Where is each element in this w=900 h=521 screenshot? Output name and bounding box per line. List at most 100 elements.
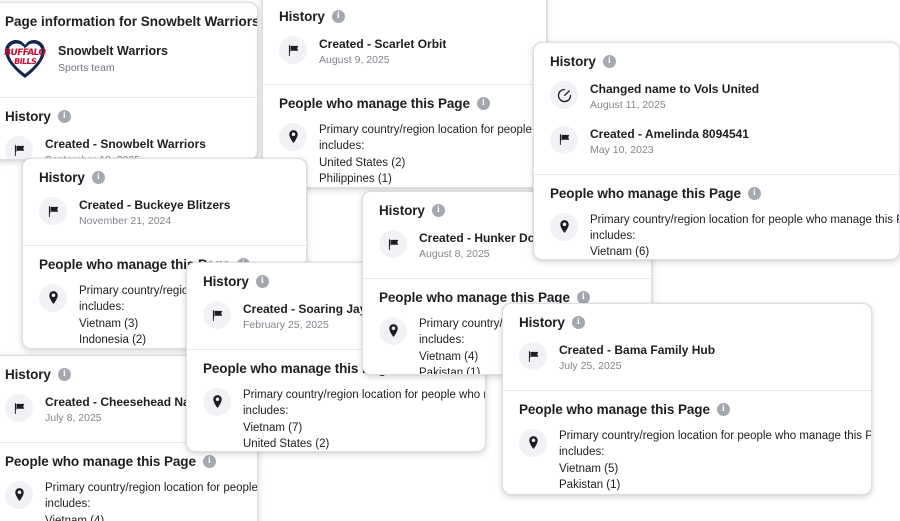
location-text: Primary country/region location for peop… <box>243 387 485 451</box>
location-lead-line1: Primary country/region location for peop… <box>243 388 485 401</box>
history-item[interactable]: Created - Cheesehead Nation July 8, 2025 <box>5 391 241 429</box>
history-item-date: August 8, 2025 <box>419 248 490 261</box>
history-item[interactable]: Changed name to Vols United August 11, 2… <box>550 78 883 116</box>
history-item[interactable]: Created - Soaring Jay February 25, 2025 <box>203 298 469 336</box>
location-lead-line2: includes: <box>319 140 365 153</box>
location-text: Primary country/region location for peop… <box>590 212 900 259</box>
location-text: Primary country/region location for peop… <box>45 480 258 521</box>
history-item-date: July 8, 2025 <box>45 412 102 425</box>
info-icon[interactable]: i <box>571 316 585 329</box>
location-pin-icon <box>379 316 407 345</box>
info-icon[interactable]: i <box>202 454 216 468</box>
page-information-header: Page information for Snowbelt Warriors i <box>5 14 257 29</box>
history-item-date: August 9, 2025 <box>319 54 390 67</box>
page-name: Snowbelt Warriors <box>58 44 168 59</box>
location-text: Primary country/region location for peop… <box>559 428 871 494</box>
info-icon[interactable]: i <box>747 186 761 200</box>
info-icon[interactable]: i <box>576 290 590 304</box>
people-manage-header: People who manage this Page i <box>379 290 635 305</box>
location-item: Primary country/region location for peop… <box>5 478 257 521</box>
page-info-card-bama-family-hub[interactable]: History i Created - Bama Family Hub July… <box>502 303 872 495</box>
info-icon[interactable]: i <box>331 10 345 23</box>
history-section: History i Created - Cheesehead Nation Ju… <box>0 356 257 442</box>
history-item-body: Created - Amelinda 8094541 May 10, 2023 <box>590 125 749 158</box>
history-item-title: Created - Buckeye Blitzers <box>79 198 231 212</box>
section-title: People who manage this Page <box>203 360 394 376</box>
avatar-wordmark: BUFFALO BILLS <box>4 40 47 80</box>
people-manage-header: People who manage this Page i <box>519 402 855 417</box>
location-country: Vietnam (6) <box>590 246 650 259</box>
location-lead-line1: Primary country/region location for peop… <box>319 123 546 136</box>
location-country: Vietnam (4) <box>45 514 105 521</box>
location-country: Philippines (1) <box>319 172 392 185</box>
page-category: Sports team <box>58 61 115 74</box>
people-manage-header: People who manage this Page i <box>5 454 241 469</box>
location-lead-line2: includes: <box>79 301 125 314</box>
location-lead-line1: Primary country/region location for peop… <box>45 481 258 494</box>
history-item[interactable]: Created - Buckeye Blitzers November 21, … <box>39 194 290 232</box>
flag-icon <box>39 197 67 225</box>
section-title: History <box>39 170 85 185</box>
page-profile-row[interactable]: BUFFALO BILLS Snowbelt Warriors Sports t… <box>4 38 241 84</box>
page-info-card-snowbelt-warriors[interactable]: Page information for Snowbelt Warriors i… <box>0 2 258 160</box>
info-icon[interactable]: i <box>716 402 730 416</box>
location-pin-icon <box>279 122 307 151</box>
history-header: History i <box>519 315 855 330</box>
page-info-card-vols-united[interactable]: History i Changed name to Vols United Au… <box>533 42 900 260</box>
history-item-body: Created - Scarlet Orbit August 9, 2025 <box>319 35 446 68</box>
history-item-title: Created - Soaring Jay <box>243 302 367 316</box>
history-item-body: Created - Buckeye Blitzers November 21, … <box>79 196 230 229</box>
location-country: Vietnam (4) <box>419 350 479 363</box>
history-item-body: Created - Snowbelt Warriors September 10… <box>45 135 206 159</box>
location-pin-icon <box>5 480 33 509</box>
history-section: History i Created - Scarlet Orbit August… <box>263 0 546 84</box>
location-country: Pakistan (1) <box>419 366 481 375</box>
location-lead-line2: includes: <box>45 498 91 511</box>
location-lead-line1: Primary country/region location for peop… <box>590 213 900 226</box>
avatar[interactable]: BUFFALO BILLS <box>4 40 47 80</box>
history-item[interactable]: Created - Scarlet Orbit August 9, 2025 <box>279 33 530 71</box>
location-lead-line2: includes: <box>590 230 636 243</box>
info-icon[interactable]: i <box>476 96 490 110</box>
location-item: Primary country/region location for peop… <box>550 210 899 259</box>
history-item[interactable]: Created - Bama Family Hub July 25, 2025 <box>519 339 855 377</box>
location-pin-icon <box>519 428 547 457</box>
history-header: History i <box>5 109 241 124</box>
history-header: History i <box>39 170 290 185</box>
history-item[interactable]: Created - Amelinda 8094541 May 10, 2023 <box>550 123 883 161</box>
history-item-title: Created - Snowbelt Warriors <box>45 137 206 151</box>
location-lead-line2: includes: <box>559 446 605 459</box>
info-icon[interactable]: i <box>57 368 71 381</box>
history-section: History i Created - Bama Family Hub July… <box>503 304 871 390</box>
location-pin-icon <box>39 283 67 312</box>
info-icon[interactable]: i <box>431 204 445 217</box>
flag-icon <box>379 230 407 258</box>
info-icon[interactable]: i <box>57 110 71 123</box>
location-lead-line2: includes: <box>243 405 289 418</box>
location-pin-icon <box>550 212 578 241</box>
location-country: Philippines (1) <box>559 493 871 494</box>
people-manage-section: People who manage this Page i Primary co… <box>534 173 899 259</box>
history-item[interactable]: Created - Snowbelt Warriors September 10… <box>5 133 241 159</box>
section-title: People who manage this Page <box>550 185 741 201</box>
section-title: History <box>379 203 425 218</box>
page-info-card-scarlet-orbit[interactable]: History i Created - Scarlet Orbit August… <box>262 0 547 188</box>
history-item-date: November 21, 2024 <box>79 215 172 228</box>
section-title: History <box>5 367 51 382</box>
location-country: United States (2) <box>319 156 406 169</box>
history-item-title: Created - Bama Family Hub <box>559 343 716 357</box>
info-icon[interactable]: i <box>602 55 616 68</box>
people-manage-header: People who manage this Page i <box>550 186 883 201</box>
history-item-date: September 10, 2025 <box>45 153 206 159</box>
info-icon[interactable]: i <box>255 275 269 288</box>
location-country: Indonesia (2) <box>79 333 147 346</box>
location-lead-line2: includes: <box>419 334 465 347</box>
info-icon[interactable]: i <box>91 171 105 184</box>
section-title: History <box>5 109 51 124</box>
history-item-body: Created - Cheesehead Nation July 8, 2025 <box>45 393 212 426</box>
history-section: History i Changed name to Vols United Au… <box>534 43 899 174</box>
location-country: Vietnam (1) <box>319 187 547 188</box>
section-title: History <box>550 54 596 69</box>
avatar-wordmark-line2: BILLS <box>13 57 37 66</box>
location-pin-icon <box>203 387 231 416</box>
